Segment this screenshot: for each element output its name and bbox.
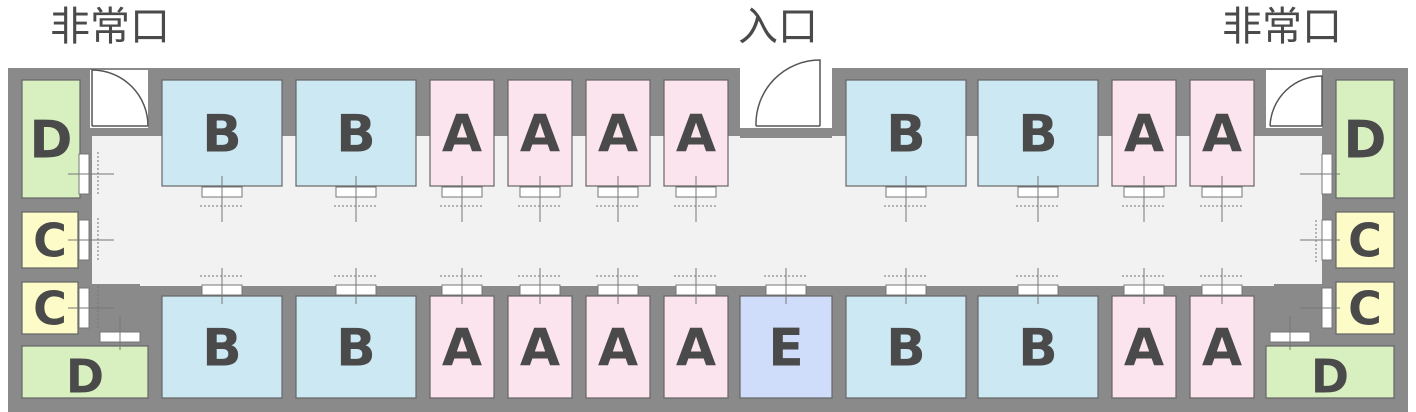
unit-right-C-2 <box>1335 281 1395 335</box>
unit-top-6-label: A <box>676 105 716 165</box>
unit-top-7-label: B <box>886 105 926 165</box>
unit-bottom-6 <box>663 295 729 399</box>
unit-bottom-D-left <box>21 345 149 399</box>
unit-bottom-4-label: A <box>520 319 560 379</box>
exit-door-left-icon <box>91 69 149 127</box>
unit-bottom-8-label: B <box>886 319 926 379</box>
entrance-door-gap <box>740 70 832 128</box>
unit-right-C-1 <box>1335 211 1395 269</box>
unit-top-4-label: A <box>520 105 560 165</box>
exit-door-right-icon <box>1269 75 1323 127</box>
corridor-center <box>140 196 1274 286</box>
unit-top-9-label: A <box>1124 105 1164 165</box>
unit-bottom-2 <box>295 295 417 399</box>
unit-bottom-3-label: A <box>442 319 482 379</box>
unit-bottom-7 <box>739 295 833 399</box>
unit-top-D-right <box>1335 79 1395 199</box>
unit-top-10 <box>1189 79 1255 187</box>
entrance-door-icon <box>755 59 821 127</box>
emergency-exit-right-label: 非常口 <box>1222 4 1342 50</box>
unit-top-3 <box>429 79 495 187</box>
unit-bottom-5-label: A <box>598 319 638 379</box>
unit-left-C-1-label: C <box>33 214 67 268</box>
unit-top-1 <box>161 79 283 187</box>
unit-bottom-2-label: B <box>336 319 376 379</box>
unit-top-D-right-label: D <box>1343 111 1386 171</box>
emergency-exit-left-label: 非常口 <box>50 4 170 50</box>
unit-bottom-5 <box>585 295 651 399</box>
unit-top-7 <box>845 79 967 187</box>
unit-top-5 <box>585 79 651 187</box>
unit-bottom-7-label: E <box>768 319 804 379</box>
unit-bottom-1 <box>161 295 283 399</box>
unit-right-C-2-label: C <box>1348 282 1382 336</box>
unit-top-3-label: A <box>442 105 482 165</box>
exit-door-gap-right <box>1266 70 1322 128</box>
unit-top-8-label: B <box>1018 105 1058 165</box>
unit-top-8 <box>977 79 1099 187</box>
unit-top-D-left <box>21 79 81 199</box>
entrance-label: 入口 <box>738 4 818 50</box>
unit-bottom-6-label: A <box>676 319 716 379</box>
unit-right-C-1-label: C <box>1348 214 1382 268</box>
exit-door-gap-left <box>90 70 148 128</box>
unit-bottom-D-right-label: D <box>1311 350 1349 404</box>
unit-top-4 <box>507 79 573 187</box>
unit-bottom-1-label: B <box>202 319 242 379</box>
unit-top-5-label: A <box>598 105 638 165</box>
unit-bottom-D-left-label: D <box>66 350 104 404</box>
unit-bottom-9-label: B <box>1018 319 1058 379</box>
unit-top-6 <box>663 79 729 187</box>
unit-top-1-label: B <box>202 105 242 165</box>
unit-bottom-9 <box>977 295 1099 399</box>
unit-bottom-11 <box>1189 295 1255 399</box>
unit-top-10-label: A <box>1202 105 1242 165</box>
unit-top-D-left-label: D <box>29 111 72 171</box>
entrance-wall-strip <box>740 128 832 138</box>
unit-bottom-10-label: A <box>1124 319 1164 379</box>
unit-top-9 <box>1111 79 1177 187</box>
unit-left-C-2-label: C <box>33 282 67 336</box>
unit-bottom-D-right <box>1265 345 1395 399</box>
unit-top-2-label: B <box>336 105 376 165</box>
unit-top-2 <box>295 79 417 187</box>
unit-bottom-11-label: A <box>1202 319 1242 379</box>
